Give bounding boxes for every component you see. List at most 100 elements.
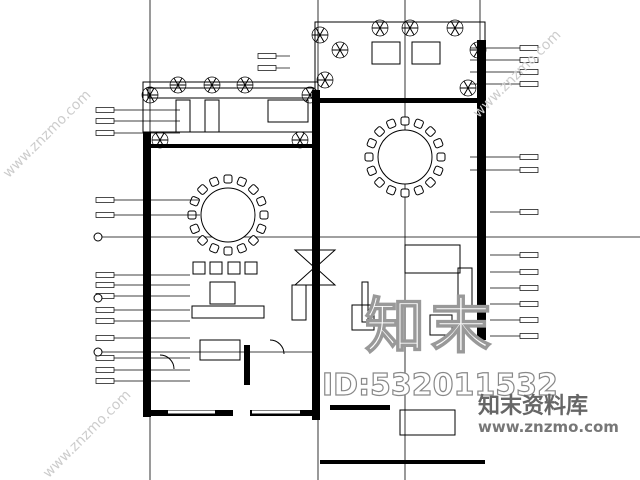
plant-leaf [450,20,456,29]
plant-leaf [375,27,381,36]
annotation-tag [95,378,115,384]
plant-icon [331,41,349,59]
armchair [192,261,206,275]
dining-chair [209,176,220,187]
plant-outline [301,86,319,104]
annotation-tag [95,367,115,373]
plant-leaf [320,79,326,88]
annotation-tag [519,57,539,63]
sofa [404,244,461,274]
plant-leaf [467,87,473,96]
cabinet [291,284,307,321]
plant-icon [401,19,419,37]
armchair [244,261,258,275]
round-table [377,129,433,185]
plant-leaf [159,132,165,141]
plant-leaf [315,34,321,43]
plant-leaf [335,42,341,51]
wall-stub [244,345,250,385]
dining-chair [400,116,410,126]
plant-leaf [173,84,179,93]
dining-chair [248,184,259,195]
dining-chair [256,223,267,234]
plant-leaf [315,27,321,36]
plant-leaf [467,80,473,89]
plant-icon [291,131,309,149]
dining-chair [386,185,397,196]
plant-outline [151,131,169,149]
dining-chair [366,138,377,149]
plant-outline [291,131,309,149]
plant-leaf [305,94,311,103]
plant-leaf [339,42,345,51]
plant-leaf [473,49,479,58]
dining-chair [259,210,269,220]
annotation-tag [95,318,115,324]
plant-leaf [405,27,411,36]
door-swing [159,339,285,370]
plant-leaf [375,20,381,29]
wall-top-left [143,144,318,148]
plant-leaf [159,139,165,148]
plant-icon [446,19,464,37]
left-planter [147,87,314,99]
plant-leaf [477,49,483,58]
plant-leaf [319,27,325,36]
annotation-tag [519,45,539,51]
annotation-tag [95,355,115,361]
plant-leaf [454,20,460,29]
plant-leaf [244,84,250,93]
plant-leaf [295,132,301,141]
plant-outline [469,41,487,59]
plant-leaf [145,87,151,96]
sofa [457,267,473,309]
plant-leaf [409,20,415,29]
plant-leaf [309,87,315,96]
dining-chair [374,177,385,188]
annotation-tag [257,65,277,71]
plant-leaf [299,139,305,148]
plants [141,19,487,149]
plant-outline [446,19,464,37]
washbasin [199,339,241,361]
plant-leaf [207,77,213,86]
dining-chair [413,118,424,129]
plant-leaf [405,20,411,29]
dining-chair [364,152,374,162]
annotation-tag [519,167,539,173]
dining-chair [248,235,259,246]
round-table [200,187,256,243]
plant-leaf [473,42,479,51]
plant-leaf [450,27,456,36]
dining-chair [197,235,208,246]
watermark-url: www.znzmo.com [478,418,619,436]
decor [293,249,337,286]
plant-leaf [477,42,483,51]
dining-chair [236,176,247,187]
annotation-tag [519,252,539,258]
wall-stub [330,405,390,410]
wall-top-right [318,98,485,103]
annotation-tag [257,53,277,59]
dining-chair [256,196,267,207]
dining-chair [433,165,444,176]
annotation-tag [95,212,115,218]
plant-leaf [454,27,460,36]
plant-outline [236,76,254,94]
annotation-tags [93,45,539,384]
plant-icon [151,131,169,149]
plant-leaf [177,84,183,93]
armchair [209,261,223,275]
console [361,281,369,323]
plant-leaf [211,77,217,86]
plant-leaf [319,34,325,43]
washbasin [399,409,456,436]
plant-leaf [299,132,305,141]
plant-leaf [463,87,469,96]
annotation-tag [519,317,539,323]
dining-tables [187,116,446,256]
sofa [191,305,265,319]
plant-leaf [155,132,161,141]
dining-chair [425,126,436,137]
